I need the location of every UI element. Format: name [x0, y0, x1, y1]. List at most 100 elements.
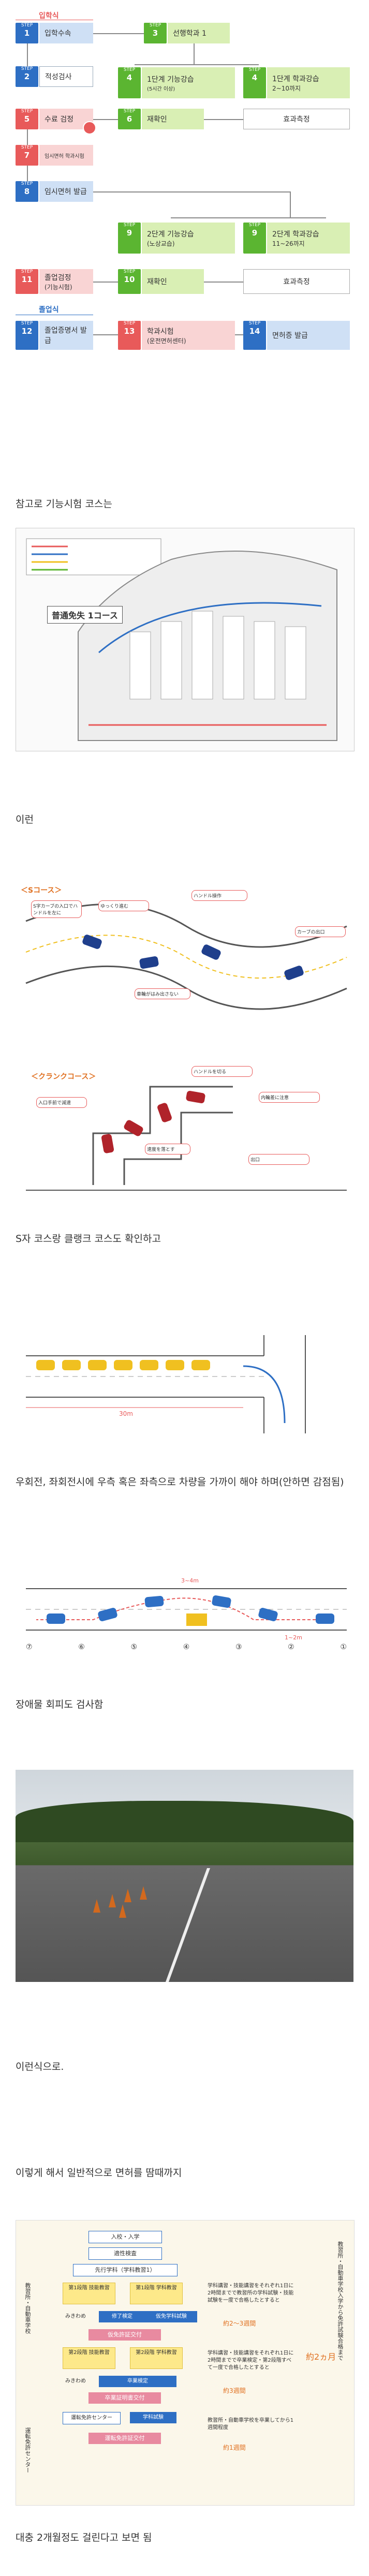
- caption-course: 참고로 기능시험 코스는: [16, 498, 112, 510]
- schedule-step: 適性検査: [88, 2247, 162, 2260]
- lane-marking: [165, 1868, 211, 1982]
- step-4a-box: 1단계 기능강습(5시간 이상): [142, 67, 235, 98]
- caption-like-this: 이런식으로.: [16, 2061, 64, 2072]
- caption-turn: 우회전, 좌회전시에 우측 혹은 좌측으로 차량을 가까이 해야 하며(안하면 …: [16, 1476, 344, 1488]
- eval-1-box: 효과측정: [243, 109, 350, 129]
- schedule-note-3: 教習所・自動車学校を卒業してから1週間程度: [208, 2418, 294, 2431]
- schedule-step: 学科試験: [130, 2412, 176, 2423]
- step-14-box: 면허증 발급: [267, 321, 350, 350]
- step-8-box: 임시면허 발급: [39, 181, 93, 202]
- obstacle-block: [186, 1613, 207, 1626]
- car-icon: [36, 1360, 55, 1370]
- step-10-box: 재확인: [142, 269, 204, 294]
- car-icon: [166, 1360, 184, 1370]
- step-2-box: 적성검사: [39, 66, 93, 87]
- car-icon: [62, 1360, 81, 1370]
- schedule-step: 卒業証明書交付: [88, 2392, 161, 2404]
- cone-icon: [124, 1889, 131, 1902]
- schedule-diagram: 教習所・自動車学校 運転免許センター 教習所・自動車学校入学から免許試験合格まで…: [16, 2220, 355, 2506]
- car-icon: [47, 1613, 65, 1624]
- crank-course-diagram: ＜クランクコース＞ 入口手前で減速 ハンドルを切る 内輪差に注意 速度を落とす …: [16, 1066, 353, 1201]
- s-course-title: ＜Sコース＞: [21, 886, 62, 895]
- schedule-note-2: 学科講習・技能講習をそれぞれ1日に2時間までで卒業検定・第2段階すべて一度で合格…: [208, 2350, 294, 2371]
- caption-s-crank: S자 코스랑 클랭크 코스도 확인하고: [16, 1233, 161, 1245]
- step-9a-box: 2단계 기능강습(노상교습): [142, 223, 235, 254]
- step-5-box: 수료 검정: [39, 109, 93, 129]
- car-icon: [114, 1360, 132, 1370]
- car-icon: [316, 1613, 334, 1624]
- cone-icon: [119, 1904, 126, 1918]
- schedule-note-2-period: 約3週間: [223, 2387, 246, 2394]
- step-13-box: 학과시험(운전면허센터): [142, 321, 235, 350]
- crank-note: 速度を落とす: [145, 1144, 190, 1154]
- distance-b: 1~2m: [285, 1634, 302, 1641]
- s-note: S字カーブの入口でハンドルを左に: [31, 900, 82, 918]
- s-note: ゆっくり進む: [98, 900, 149, 911]
- s-course-diagram: ＜Sコース＞ S字カーブの入口でハンドルを左に ゆっくり進む ハンドル操作 車輪…: [16, 880, 353, 1019]
- s-note: カーブの出口: [295, 926, 346, 937]
- schedule-step: 仮免学科試験: [145, 2311, 197, 2322]
- crank-note: 出口: [248, 1154, 309, 1165]
- caption-this: 이런: [16, 814, 34, 825]
- step-11-box: 졸업검정(기능시험): [39, 269, 93, 294]
- crank-note: 内輪差に注意: [259, 1092, 320, 1103]
- schedule-step: 第2段階 学科教習: [130, 2347, 183, 2369]
- step-6-box: 재확인: [142, 109, 204, 129]
- schedule-right-label: 教習所・自動車学校入学から免許試験合格まで: [337, 2241, 344, 2361]
- step-3-box: 선행학과 1: [168, 23, 230, 43]
- cone-icon: [109, 1894, 116, 1907]
- schedule-step: 運転免許証交付: [88, 2433, 161, 2444]
- schedule-step: 修了検定: [99, 2311, 145, 2322]
- schedule-left-label: 教習所・自動車学校: [24, 2283, 31, 2334]
- schedule-step: みきわめ: [65, 2378, 86, 2384]
- eval-2-box: 효과측정: [243, 269, 350, 294]
- step-7-box: 임시면허 학과시험: [39, 145, 93, 166]
- schedule-step: 仮免許証交付: [88, 2329, 161, 2341]
- schedule-step: 第1段階 技能教習: [63, 2283, 115, 2304]
- schedule-note-1: 学科講習・技能講習をそれぞれ1日に2時間までで教習所の学科試験・技能試験を一度で…: [208, 2283, 294, 2303]
- crank-drawing: [26, 1086, 347, 1191]
- step-12-box: 졸업증명서 발급: [39, 321, 93, 350]
- caption-until-license: 이렇게 해서 일반적으로 면허를 땀때까지: [16, 2167, 182, 2179]
- schedule-note-3-period: 約1週間: [223, 2444, 246, 2451]
- cone-icon: [140, 1886, 147, 1900]
- distance-a: 3~4m: [181, 1577, 199, 1584]
- turn-drawing: [26, 1335, 306, 1433]
- medal-icon: [83, 121, 96, 135]
- course-map: 普通免失 1コース: [16, 528, 355, 751]
- car-icon: [140, 1360, 158, 1370]
- schedule-step: 卒業検定: [99, 2376, 176, 2387]
- s-note: ハンドル操作: [191, 890, 247, 901]
- schedule-period-main: 約2ヵ月: [306, 2352, 336, 2362]
- turn-distance: 30m: [119, 1410, 133, 1417]
- road-photo: [16, 1770, 353, 1982]
- crank-note: 入口手前で減速: [36, 1097, 87, 1108]
- cone-icon: [93, 1899, 100, 1913]
- tree-line: [16, 1801, 353, 1842]
- caption-two-months: 대충 2개월정도 걸린다고 보면 됨: [16, 2532, 152, 2543]
- car-icon: [191, 1360, 210, 1370]
- crank-note: ハンドルを切る: [191, 1066, 253, 1077]
- schedule-step: 第1段階 学科教習: [130, 2283, 183, 2304]
- schedule-step: みきわめ: [65, 2314, 86, 2319]
- schedule-step: 運転免許センター: [63, 2412, 121, 2424]
- graduation-label: 졸업식: [39, 306, 59, 314]
- schedule-step: 第2段階 技能教習: [63, 2347, 115, 2369]
